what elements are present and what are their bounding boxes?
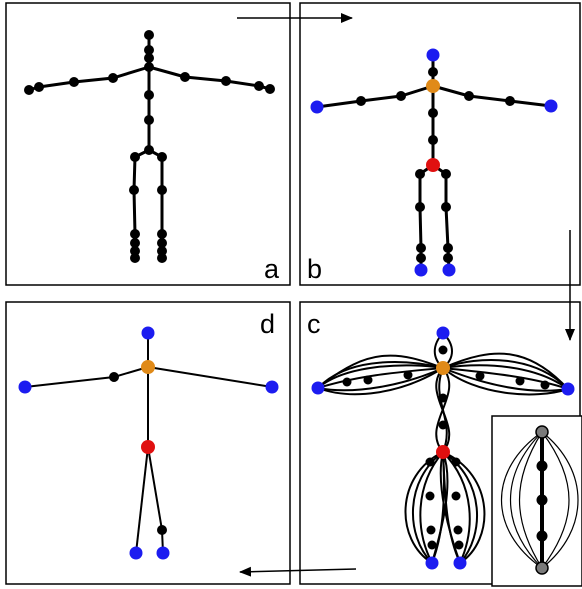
skeleton-c-key-joints: [311, 326, 575, 570]
skeleton-d-joints: [18, 326, 279, 560]
panel-a-label: a: [264, 254, 280, 284]
skeleton-c-joints: [342, 345, 550, 550]
panel-b-frame: [299, 2, 581, 286]
panel-d-frame: [5, 301, 291, 585]
skeleton-b-joints: [356, 67, 515, 263]
skeleton-b-key-joints: [310, 48, 558, 277]
skeleton-a-joints: [24, 30, 275, 263]
arrow-c-to-d: [239, 566, 357, 577]
inset-curve-detail: [491, 415, 582, 587]
panel-a-frame: [5, 2, 291, 286]
panel-d-label: d: [260, 309, 275, 339]
panel-b-label: b: [307, 254, 322, 284]
panel-c-label: c: [307, 309, 321, 339]
